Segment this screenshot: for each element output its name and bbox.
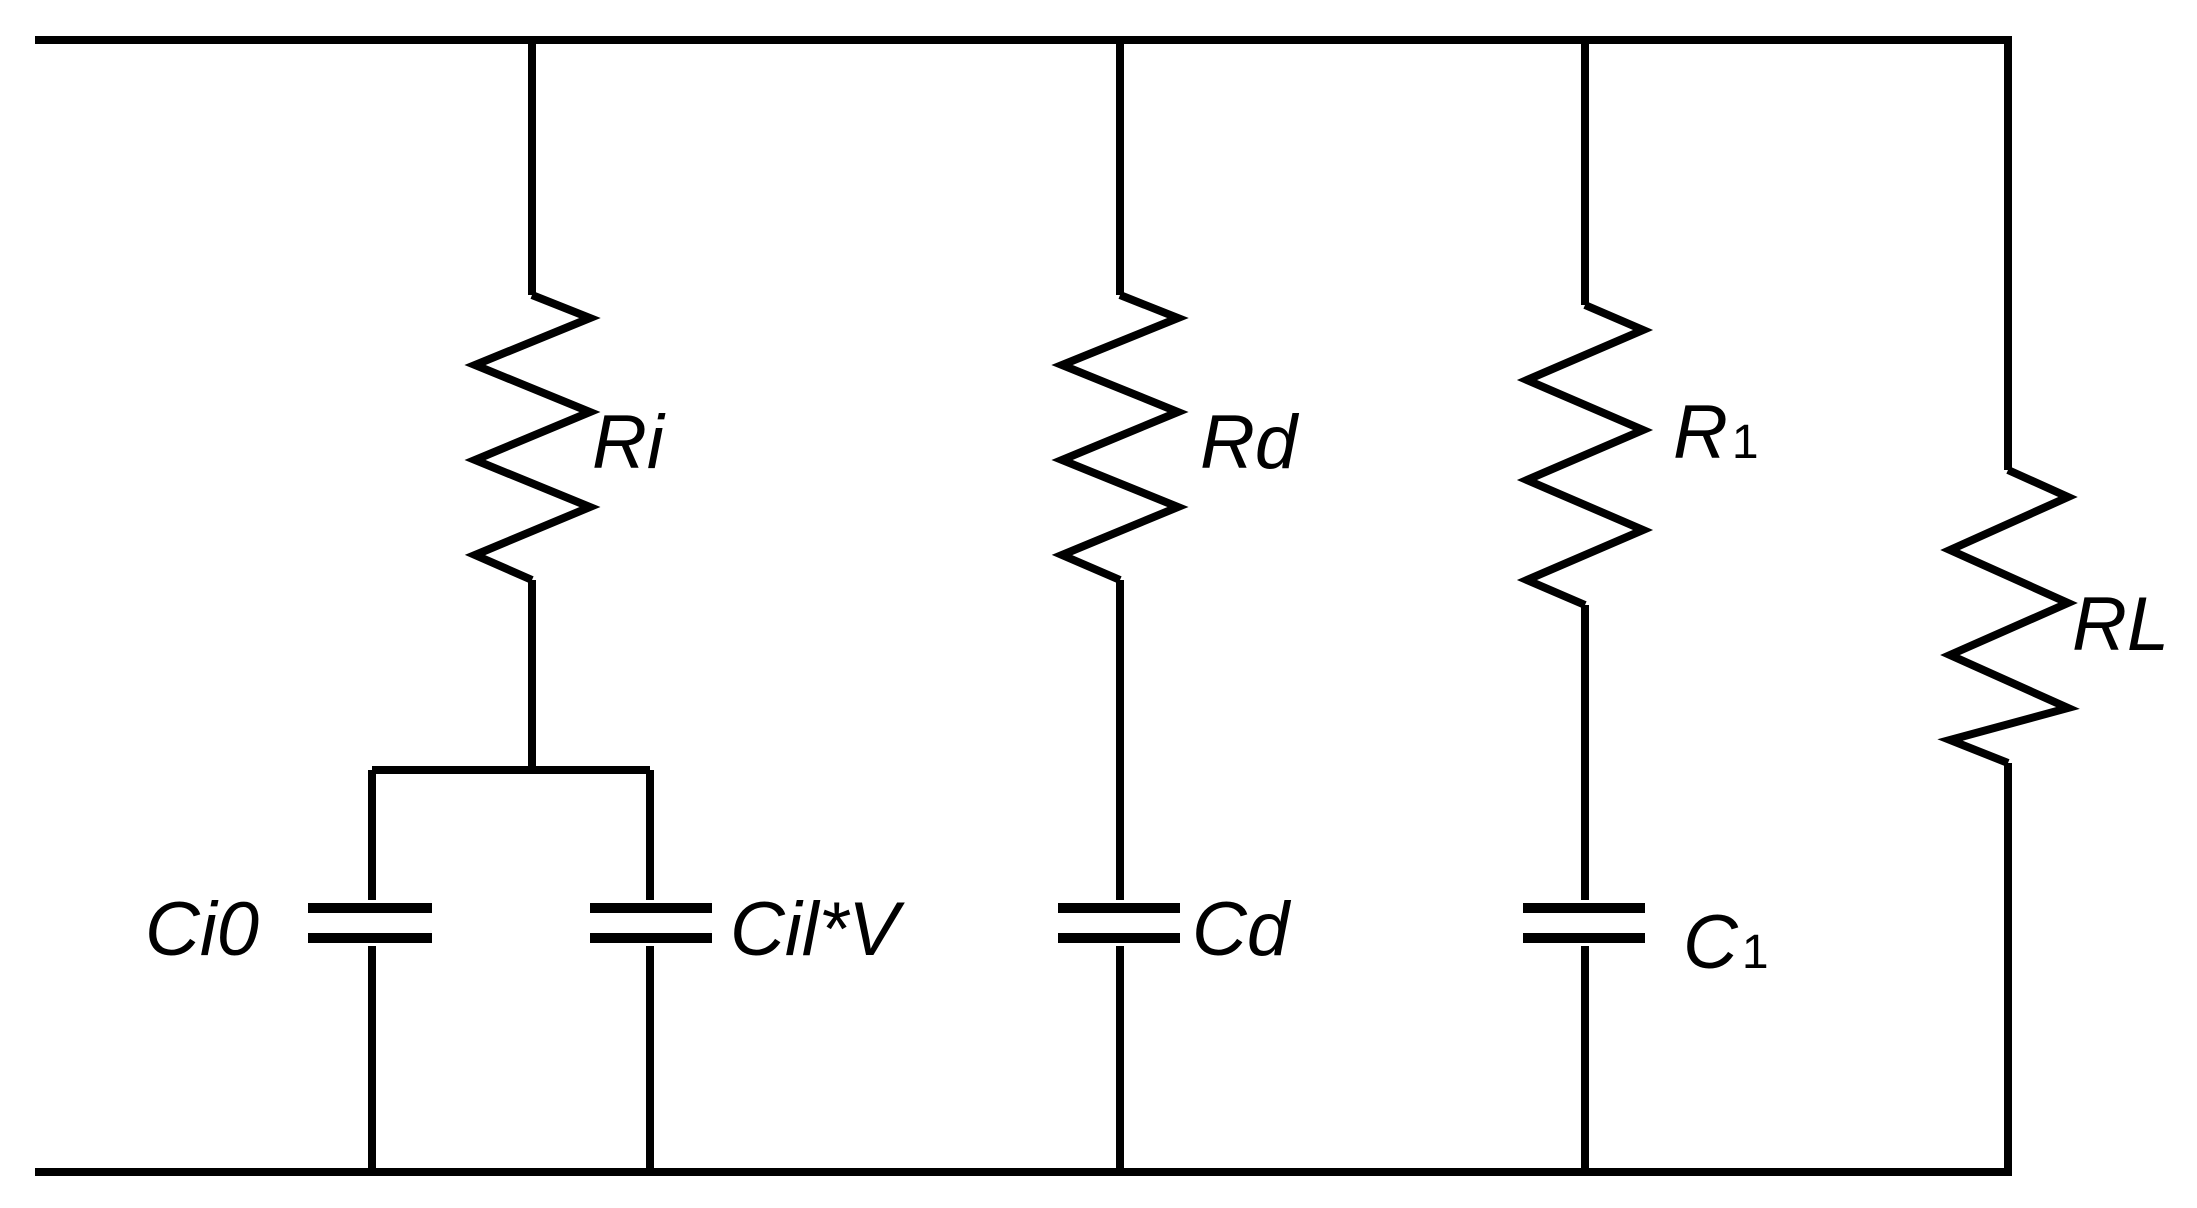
branch-rl [1937,466,2080,767]
label-cilv: Cil*V [730,887,905,972]
top-rail [35,36,2012,470]
resistor-ri [464,291,601,584]
label-rd: Rd [1200,400,1300,485]
label-cd: Cd [1192,887,1292,972]
resistor-rd [1051,291,1189,584]
label-c1-sub: 1 [1742,926,1769,979]
label-r1: R1 [1673,390,1759,475]
label-r1-base: R [1673,390,1728,475]
branch-r1 [1516,40,1654,1172]
label-ri: Ri [592,400,666,485]
label-rl: RL [2072,582,2169,667]
branch-ri [308,40,712,1172]
label-r1-sub: 1 [1732,416,1759,469]
label-ci0: Ci0 [145,887,259,972]
branch-rd [1051,40,1189,1172]
bottom-rail [35,763,2012,1176]
label-c1-base: C [1683,900,1739,985]
resistor-rl [1937,466,2080,767]
resistor-r1 [1516,301,1654,609]
label-c1: C1 [1683,900,1769,985]
